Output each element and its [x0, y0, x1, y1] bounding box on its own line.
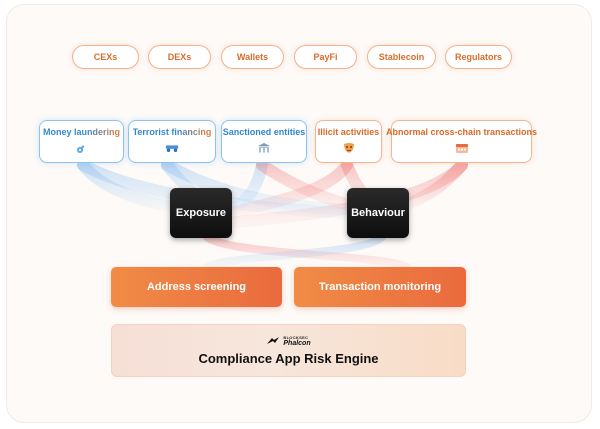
phalcon-logo-icon [267, 337, 280, 344]
brand-name: Phalcon [283, 339, 311, 347]
risk-box-terrorist-financing: Terrorist financing [128, 120, 216, 163]
behaviour-box: Behaviour [347, 188, 409, 238]
transaction-monitoring-bar: Transaction monitoring [294, 267, 466, 307]
brand-logo: BLOCKSEC Phalcon [266, 334, 311, 347]
entity-pill-payfi: PayFi [294, 45, 357, 69]
risk-box-sanctioned-entities: Sanctioned entities [221, 120, 307, 163]
risk-engine-panel: BLOCKSEC Phalcon Compliance App Risk Eng… [111, 324, 466, 377]
entity-pill-dexs: DEXs [148, 45, 211, 69]
risk-box-money-laundering: Money laundering [39, 120, 124, 163]
truck-icon [165, 142, 179, 154]
entity-pill-cexs: CEXs [72, 45, 139, 69]
risk-box-illicit-activities: Illicit activities [315, 120, 382, 163]
diagram-card: CEXs DEXs Wallets PayFi Stablecoin Regul… [6, 4, 592, 423]
entity-pill-stablecoin: Stablecoin [367, 45, 436, 69]
entity-pill-wallets: Wallets [221, 45, 284, 69]
address-screening-bar: Address screening [111, 267, 282, 307]
risk-label: Abnormal cross-chain transactions [385, 127, 538, 137]
risk-label: Money laundering [42, 127, 120, 137]
risk-label: Sanctioned entities [222, 127, 306, 137]
risk-label: Terrorist financing [132, 127, 212, 137]
mask-icon [342, 142, 356, 154]
entity-pill-regulators: Regulators [445, 45, 512, 69]
building-icon [257, 142, 271, 154]
key-icon [75, 142, 89, 154]
risk-box-abnormal-cross-chain: Abnormal cross-chain transactions [386, 120, 537, 163]
calendar-icon [455, 142, 469, 154]
exposure-box: Exposure [170, 188, 232, 238]
risk-label: Illicit activities [317, 127, 380, 137]
brand-small-text: BLOCKSEC [283, 334, 309, 340]
engine-title: Compliance App Risk Engine [198, 350, 379, 366]
